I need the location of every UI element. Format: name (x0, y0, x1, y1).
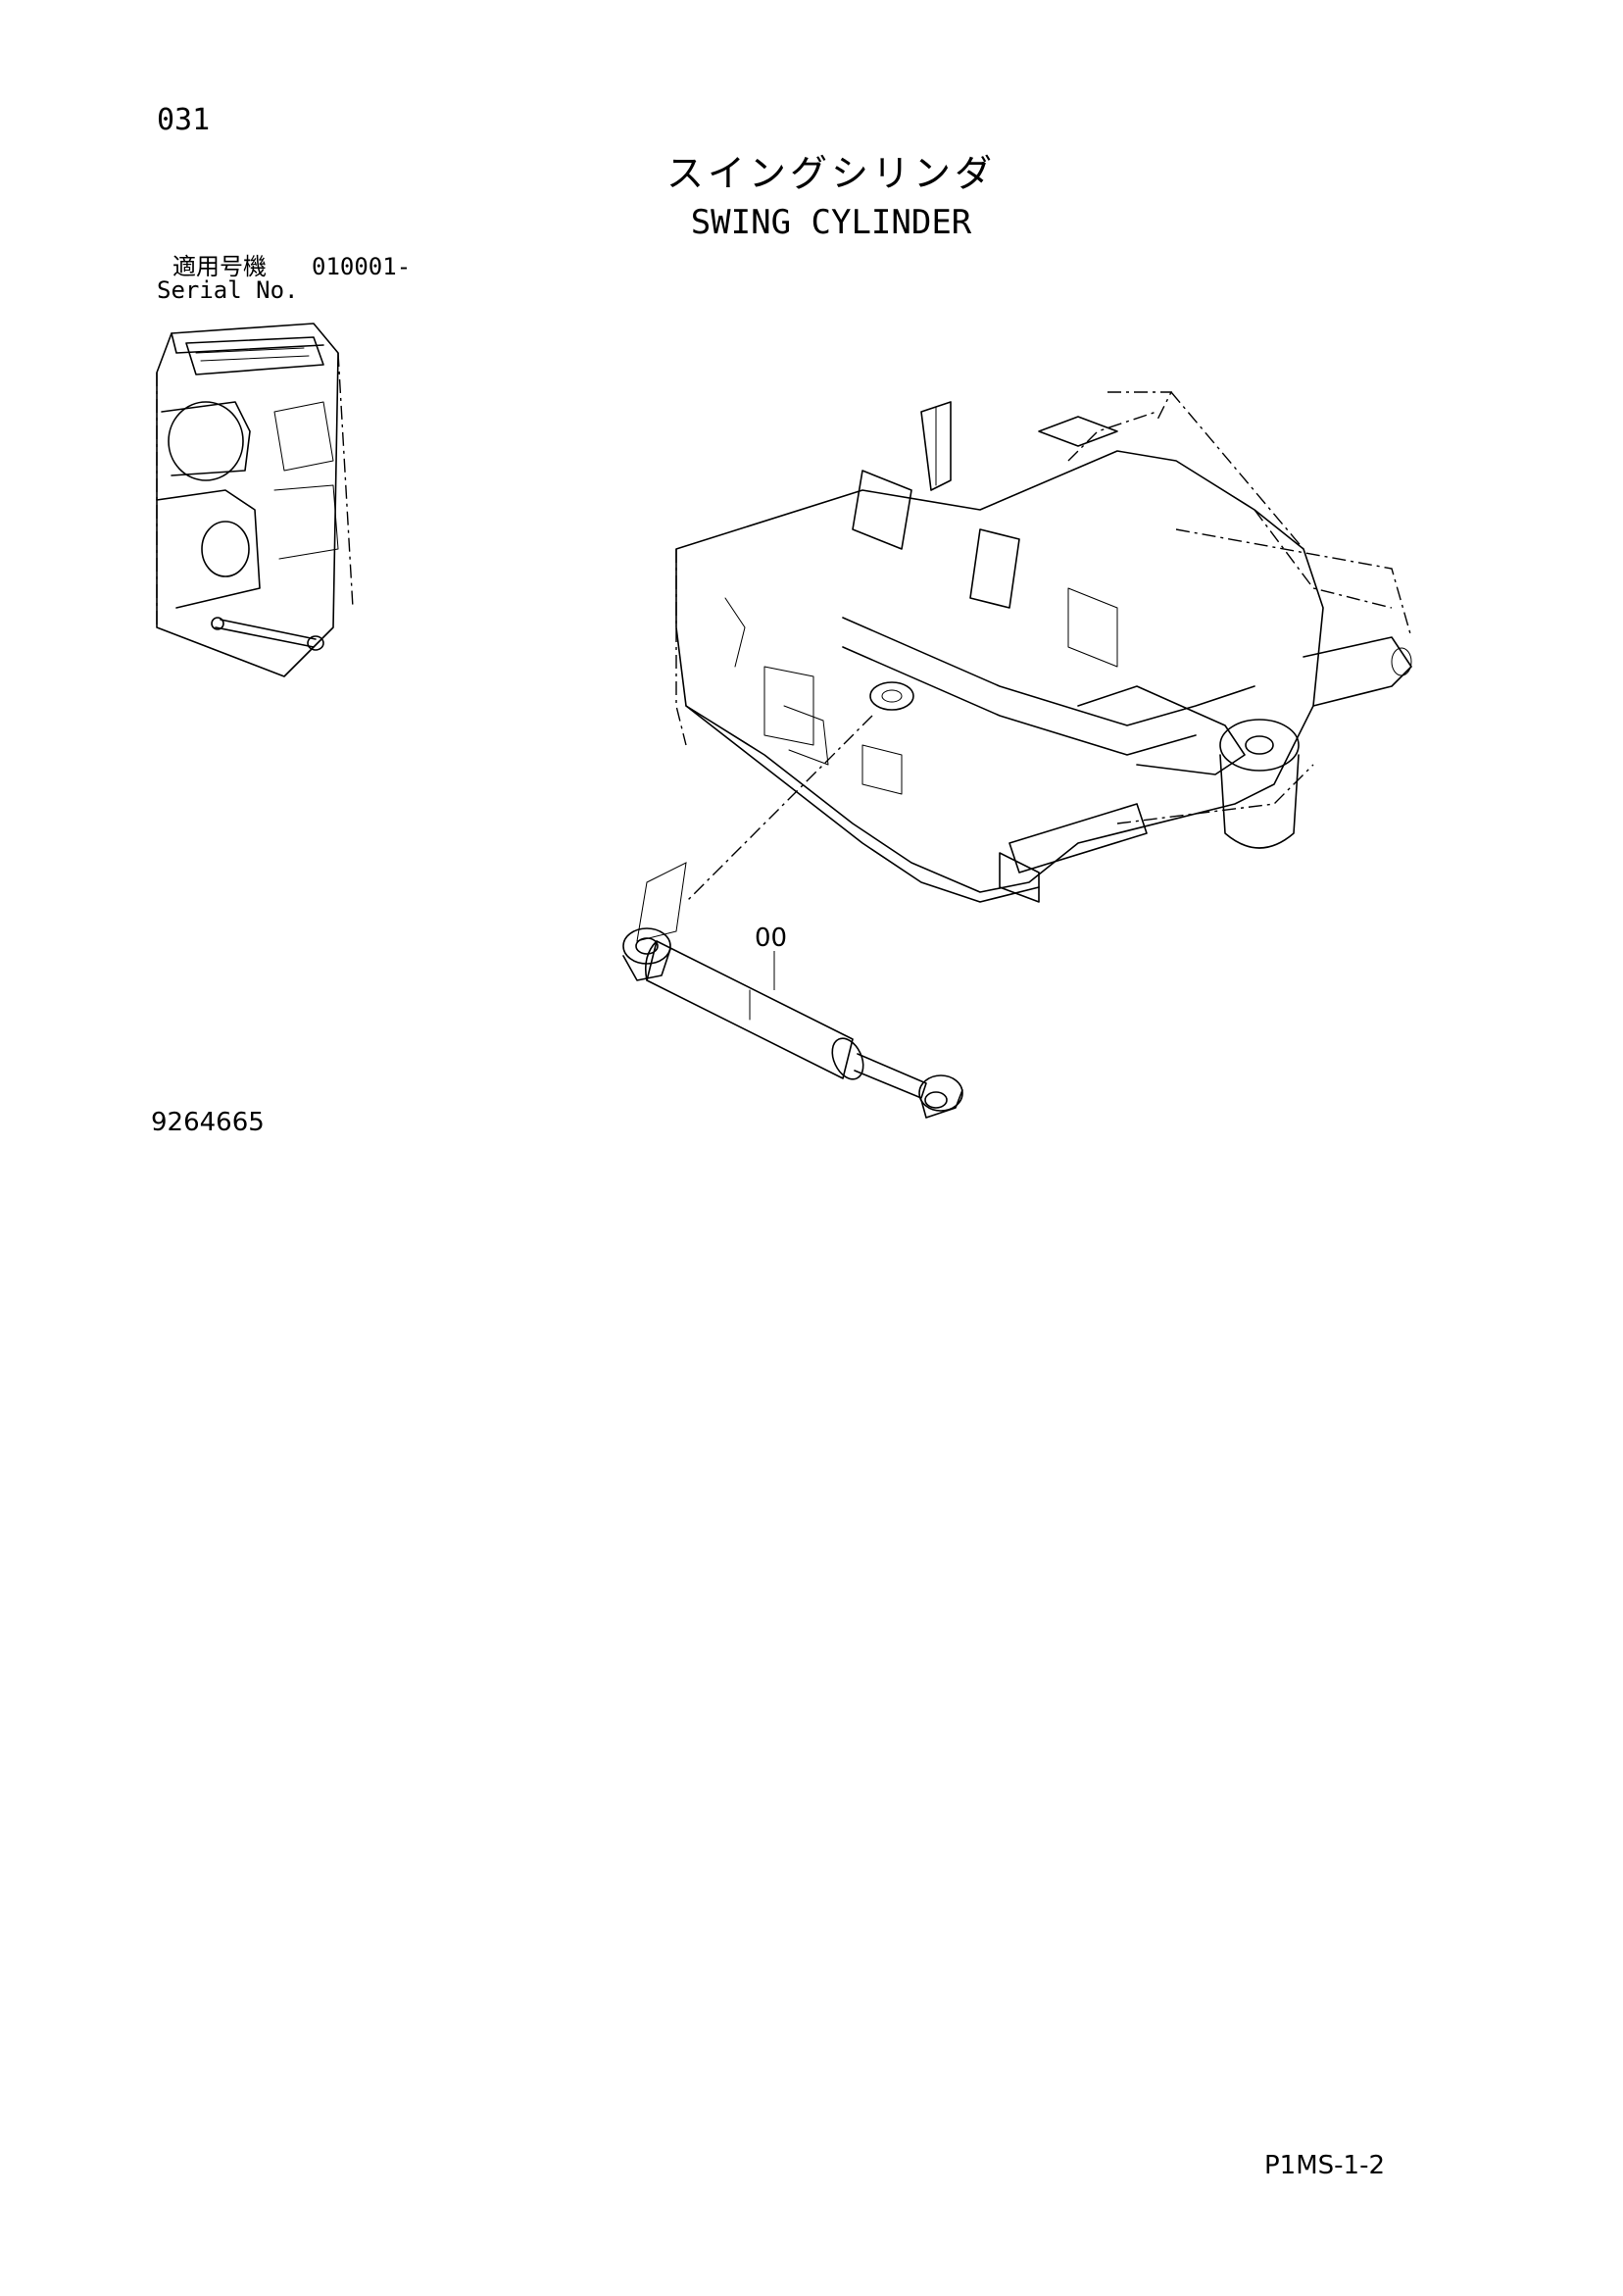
part-callout: 00 (755, 923, 788, 953)
title-japanese: スイングシリンダ (665, 152, 996, 195)
serial-label-japanese: 適用号機 (172, 253, 267, 280)
serial-number-value: 010001- (312, 253, 412, 280)
serial-label-english: Serial No. (157, 276, 299, 304)
reference-code: P1MS-1-2 (1264, 2151, 1386, 2180)
drawing-number: 9264665 (151, 1108, 265, 1137)
page-number: 031 (157, 103, 211, 137)
title-english: SWING CYLINDER (690, 203, 972, 242)
